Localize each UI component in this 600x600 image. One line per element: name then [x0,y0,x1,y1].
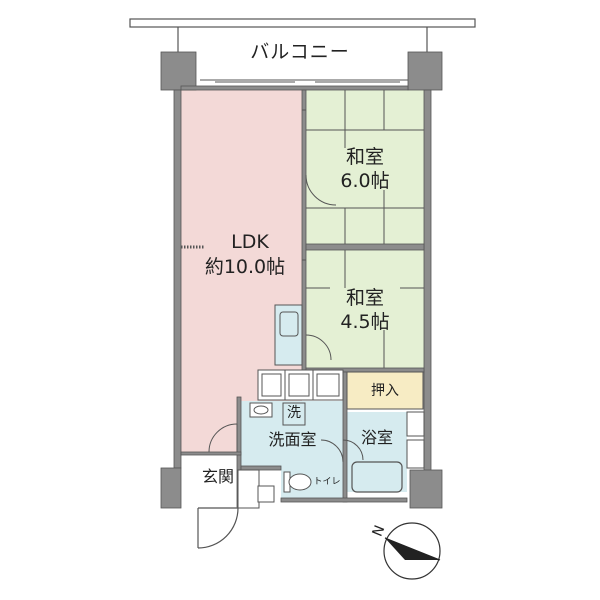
washbasin [249,402,273,418]
balcony [129,18,476,81]
balcony-label: バルコニー [250,41,350,63]
genkan-label: 玄関 [201,467,234,486]
toilet-label: トイレ [313,477,341,487]
tatami-lines-6 [306,90,424,244]
bathtub [351,461,403,493]
sliding-door-marks [302,109,306,261]
sentaku-label: 洗 [287,405,301,421]
yokushitsu-label: 浴室 [360,428,393,447]
compass [383,522,441,580]
tatami-lines-4-5 [306,250,424,368]
toilet-fixture [283,471,312,493]
oshiire-outline [346,371,424,410]
oshiire-label: 押入 [371,383,399,399]
ldk-size: 約10.0帖 [204,256,286,278]
washitsu-6-name: 和室 [345,146,384,168]
door-swings [208,174,364,463]
small-closet-2 [406,439,425,469]
oshiire-room [347,372,423,409]
entrance-door [197,469,275,549]
washitsu-6-size: 6.0帖 [340,170,390,192]
washitsu-4-5-name: 和室 [345,287,384,309]
washitsu-4-5-room [306,250,424,368]
storage-cupboards [257,369,344,401]
senmen-label: 洗面室 [268,430,317,449]
washitsu-4-5-size: 4.5帖 [340,311,390,333]
kitchen-sink [274,304,303,366]
small-closet [406,411,425,437]
compass-needle-dark [385,538,440,560]
ldk-name: LDK [231,231,269,253]
washing-machine-space [282,402,306,426]
washitsu-6-room [306,90,424,244]
